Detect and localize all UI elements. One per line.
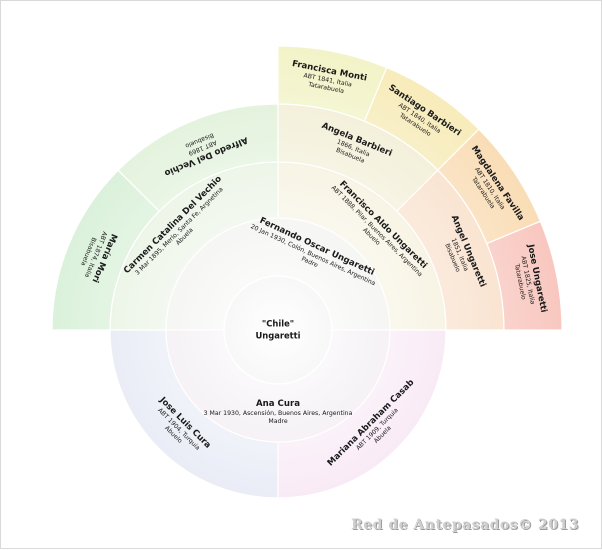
person-ana-cura-name: Ana Cura [256,399,300,409]
sector-jose-ungaretti[interactable] [486,220,563,331]
person-ana-cura-relation: Madre [268,418,287,425]
center-person-circle[interactable] [223,275,333,385]
watermark: Red de Antepasados© 2013 [351,517,579,533]
center-person-surname: Ungaretti [255,331,300,341]
person-ana-cura-detail: 3 Mar 1930, Ascensión, Buenos Aires, Arg… [204,409,353,417]
sector-mariana-abraham-casab[interactable] [277,329,447,499]
center-person-nickname: "Chile" [262,319,294,329]
sector-jose-luis-cura[interactable] [109,329,279,499]
